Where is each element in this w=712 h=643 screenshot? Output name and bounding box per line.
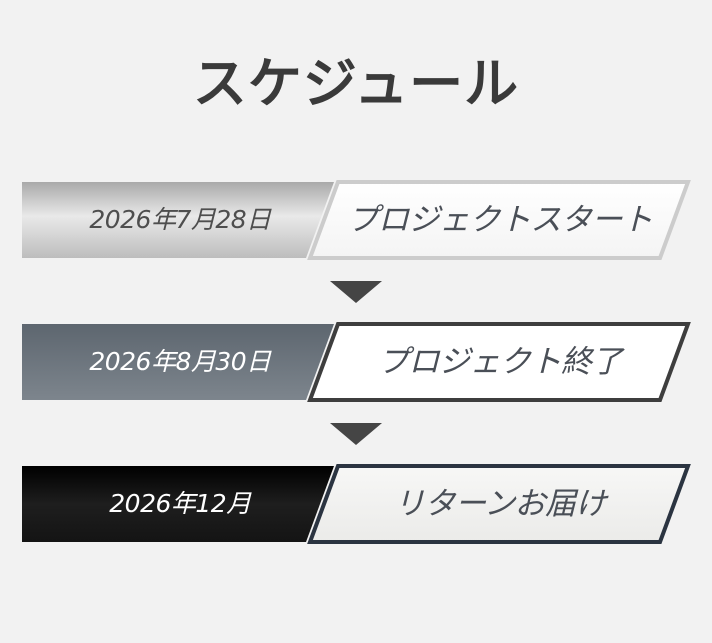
schedule-step-3: 2026年12月 リターンお届け	[0, 462, 712, 546]
step-3-date-box	[22, 466, 334, 542]
step-3-label-box	[307, 464, 691, 544]
step-1-label-box	[307, 180, 691, 260]
step-1-date-box	[22, 182, 334, 258]
step-1-date: 2026年7月28日	[89, 205, 271, 234]
step-2-label-box	[307, 322, 691, 402]
step-2-date-box	[22, 324, 334, 400]
step-2-label: プロジェクト終了	[378, 344, 623, 380]
page-title: スケジュール	[192, 52, 520, 115]
schedule-step-2: 2026年8月30日 プロジェクト終了	[0, 320, 712, 404]
schedule-step-1: 2026年7月28日 プロジェクトスタート	[0, 178, 712, 262]
step-3-label: リターンお届け	[394, 486, 606, 522]
step-1-shapes	[22, 180, 691, 260]
down-arrow-icon	[330, 423, 382, 445]
step-2-date: 2026年8月30日	[89, 347, 271, 376]
down-arrow-icon	[330, 281, 382, 303]
step-3-shapes	[22, 464, 691, 544]
step-1-label: プロジェクトスタート	[347, 202, 654, 238]
step-3-date: 2026年12月	[109, 489, 251, 518]
step-2-shapes	[22, 322, 691, 402]
